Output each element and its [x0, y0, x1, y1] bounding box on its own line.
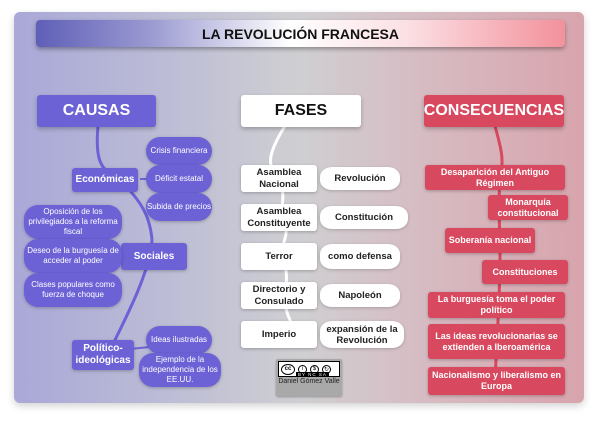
causas-header: CAUSAS: [37, 95, 156, 127]
phase-asamblea-nacional: Asamblea Nacional: [241, 165, 317, 192]
consequence-nacionalismo: Nacionalismo y liberalismo en Europa: [428, 367, 565, 395]
cc-license-badge: cc i $ ↻ BY NC SA Daniel Gómez Valle: [276, 359, 342, 396]
cause-item-ideas: Ideas ilustradas: [146, 326, 212, 354]
phase-directorio: Directorio y Consulado: [241, 282, 317, 309]
phase-terror: Terror: [241, 243, 317, 270]
phase-note-defensa: como defensa: [320, 244, 400, 269]
cause-politico: Político-ideológicas: [72, 340, 134, 370]
consequence-soberania: Soberanía nacional: [445, 228, 535, 253]
license-author: Daniel Gómez Valle: [278, 378, 340, 385]
cause-item-eeuu: Ejemplo de la independencia de los EE.UU…: [139, 353, 221, 387]
consequence-constituciones: Constituciones: [482, 260, 568, 284]
cause-item-burguesia: Deseo de la burguesía de acceder al pode…: [24, 239, 122, 273]
phase-note-napoleon: Napoleón: [320, 284, 400, 307]
cause-economicas: Económicas: [72, 168, 138, 192]
cause-item-clases: Clases populares como fuerza de choque: [24, 273, 122, 307]
phase-asamblea-constituyente: Asamblea Constituyente: [241, 204, 317, 231]
fases-header: FASES: [241, 95, 361, 127]
consecuencias-header: CONSECUENCIAS: [424, 95, 564, 127]
map-title: LA REVOLUCIÓN FRANCESA: [36, 20, 565, 47]
consequence-antiguo-regimen: Desaparición del Antiguo Régimen: [425, 165, 565, 190]
cc-logo-icon: cc: [281, 363, 295, 375]
phase-note-expansion: expansión de la Revolución: [320, 321, 404, 348]
consequence-burguesia: La burguesía toma el poder político: [428, 292, 565, 318]
title-text: LA REVOLUCIÓN FRANCESA: [201, 25, 400, 42]
cause-item-oposicion: Oposición de los privilegiados a la refo…: [24, 205, 122, 239]
phase-note-revolucion: Revolución: [320, 167, 400, 190]
phase-note-constitucion: Constitución: [320, 206, 408, 229]
cc-codes: BY NC SA: [296, 372, 329, 377]
cause-sociales: Sociales: [121, 243, 187, 270]
cause-item-deficit: Déficit estatal: [146, 165, 212, 193]
consequence-monarquia: Monarquía constitucional: [488, 195, 568, 220]
cause-item-crisis: Crisis financiera: [146, 137, 212, 165]
cause-item-precios: Subida de precios: [146, 193, 212, 221]
consequence-iberoamerica: Las ideas revolucionarias se extienden a…: [428, 324, 565, 359]
phase-imperio: Imperio: [241, 321, 317, 348]
